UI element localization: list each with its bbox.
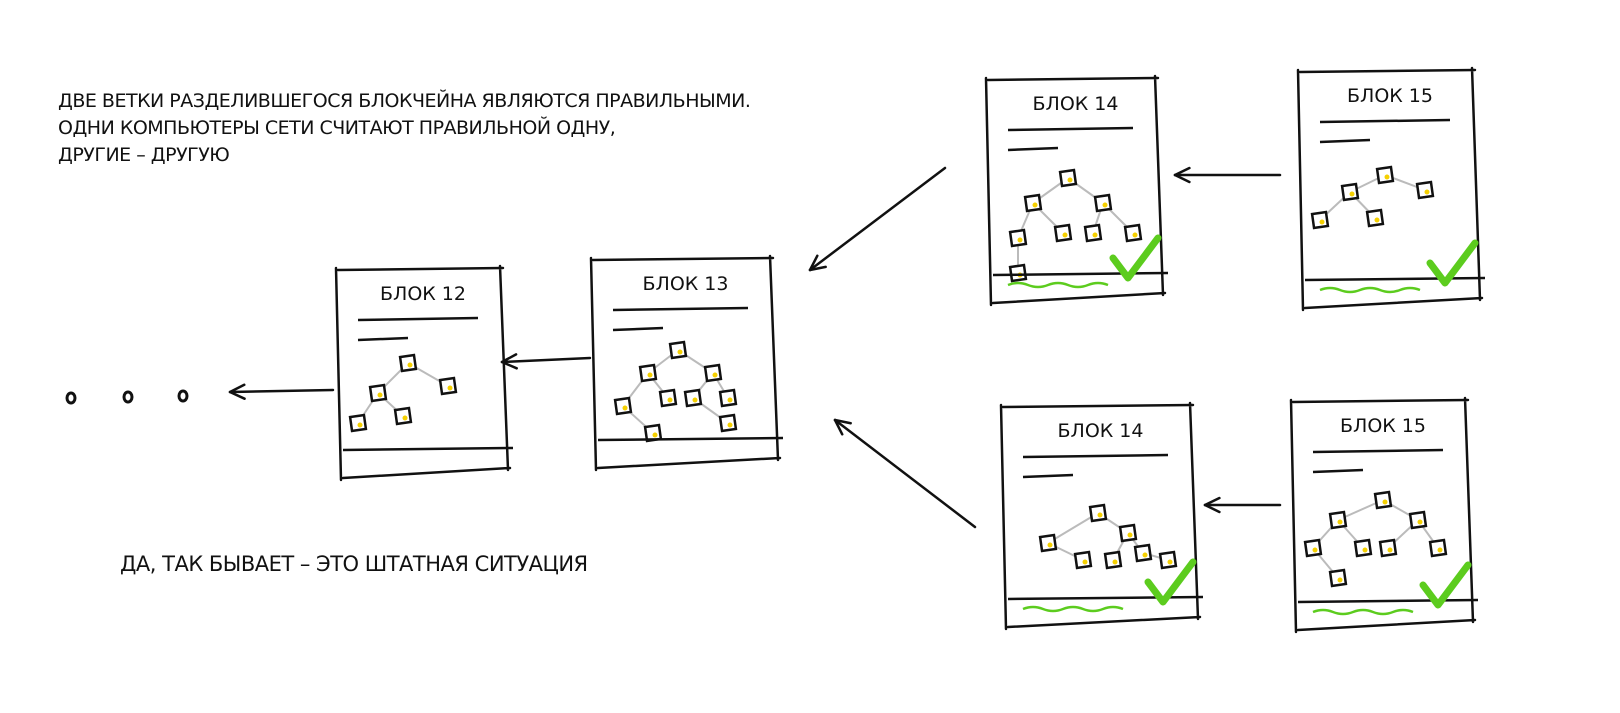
tree-edge bbox=[1047, 512, 1099, 544]
page-outline bbox=[334, 264, 512, 482]
transaction-node-icon bbox=[1023, 193, 1043, 213]
footer-line bbox=[1304, 276, 1486, 282]
transaction-node-icon bbox=[1408, 510, 1428, 530]
page-outline bbox=[999, 401, 1202, 631]
transaction-node-icon bbox=[1375, 165, 1395, 185]
header-line bbox=[1319, 118, 1451, 124]
transaction-node-icon bbox=[1415, 180, 1435, 200]
page-outline bbox=[1289, 396, 1477, 634]
transaction-node-icon bbox=[1123, 223, 1143, 243]
confirmation-underline bbox=[1007, 281, 1109, 289]
transaction-node-icon bbox=[1328, 510, 1348, 530]
header-line bbox=[1312, 448, 1444, 454]
transaction-node-icon bbox=[1378, 538, 1398, 558]
block-title: БЛОК 12 bbox=[380, 283, 466, 305]
arrow bbox=[833, 418, 977, 529]
transaction-node-icon bbox=[1008, 228, 1028, 248]
footer-line bbox=[597, 436, 784, 442]
header-line bbox=[1319, 138, 1371, 144]
block-b15-top: БЛОК 15 bbox=[1296, 66, 1486, 312]
transaction-node-icon bbox=[683, 388, 703, 408]
caption-line: ОДНИ КОМПЬЮТЕРЫ СЕТИ СЧИТАЮТ ПРАВИЛЬНОЙ … bbox=[58, 117, 616, 139]
block-b14-bottom: БЛОК 14 bbox=[999, 401, 1204, 631]
checkmark-icon bbox=[1144, 558, 1197, 606]
block-b14-top: БЛОК 14 bbox=[984, 74, 1169, 307]
footer-line bbox=[342, 446, 514, 452]
transaction-node-icon bbox=[1103, 550, 1123, 570]
caption-line: ДВЕ ВЕТКИ РАЗДЕЛИВШЕГОСЯ БЛОКЧЕЙНА ЯВЛЯЮ… bbox=[58, 90, 751, 112]
header-line bbox=[1312, 468, 1364, 474]
transaction-node-icon bbox=[348, 413, 368, 433]
caption-line: ДРУГИЕ – ДРУГУЮ bbox=[58, 144, 230, 166]
confirmation-underline bbox=[1022, 605, 1124, 613]
transaction-node-icon bbox=[438, 376, 458, 396]
transaction-node-icon bbox=[1073, 550, 1093, 570]
transaction-node-icon bbox=[1428, 538, 1448, 558]
header-line bbox=[1007, 126, 1134, 132]
footer-line bbox=[1007, 595, 1204, 601]
arrow bbox=[228, 383, 335, 400]
page-outline bbox=[1296, 66, 1484, 312]
transaction-node-icon bbox=[1088, 503, 1108, 523]
transaction-node-icon bbox=[1328, 568, 1348, 588]
transaction-node-icon bbox=[613, 396, 633, 416]
transaction-node-icon bbox=[1303, 538, 1323, 558]
header-line bbox=[1022, 453, 1169, 459]
arrow bbox=[808, 166, 947, 272]
block-title: БЛОК 15 bbox=[1347, 85, 1433, 107]
checkmark-icon bbox=[1109, 234, 1162, 282]
caption: ДВЕ ВЕТКИ РАЗДЕЛИВШЕГОСЯ БЛОКЧЕЙНА ЯВЛЯЮ… bbox=[58, 88, 751, 169]
transaction-node-icon bbox=[718, 388, 738, 408]
transaction-node-icon bbox=[638, 363, 658, 383]
transaction-node-icon bbox=[668, 340, 688, 360]
header-line bbox=[357, 336, 409, 342]
header-line bbox=[612, 326, 664, 332]
page-outline bbox=[589, 254, 782, 472]
block-b15-bottom: БЛОК 15 bbox=[1289, 396, 1479, 634]
transaction-node-icon bbox=[1365, 208, 1385, 228]
header-line bbox=[1022, 473, 1074, 479]
transaction-node-icon bbox=[658, 388, 678, 408]
note-text: ДА, ТАК БЫВАЕТ – ЭТО ШТАТНАЯ СИТУАЦИЯ bbox=[120, 552, 588, 576]
transaction-node-icon bbox=[1133, 543, 1153, 563]
confirmation-underline bbox=[1312, 608, 1414, 616]
transaction-node-icon bbox=[1340, 182, 1360, 202]
block-b13: БЛОК 13 bbox=[589, 254, 784, 472]
transaction-node-icon bbox=[718, 413, 738, 433]
transaction-node-icon bbox=[1083, 223, 1103, 243]
arrow bbox=[500, 353, 592, 370]
block-b12: БЛОК 12 bbox=[334, 264, 514, 482]
transaction-node-icon bbox=[1353, 538, 1373, 558]
transaction-node-icon bbox=[703, 363, 723, 383]
transaction-node-icon bbox=[1373, 490, 1393, 510]
header-line bbox=[357, 316, 479, 322]
block-title: БЛОК 15 bbox=[1340, 415, 1426, 437]
checkmark-icon bbox=[1419, 561, 1472, 609]
transaction-node-icon bbox=[1118, 523, 1138, 543]
arrow bbox=[1173, 166, 1282, 184]
confirmation-underline bbox=[1319, 286, 1421, 294]
transaction-node-icon bbox=[1158, 550, 1178, 570]
header-line bbox=[612, 306, 749, 312]
transaction-node-icon bbox=[1008, 263, 1028, 283]
checkmark-icon bbox=[1426, 239, 1479, 287]
ellipsis-dots bbox=[65, 389, 189, 405]
transaction-node-icon bbox=[1053, 223, 1073, 243]
header-line bbox=[1007, 146, 1059, 152]
block-title: БЛОК 14 bbox=[1033, 93, 1119, 115]
block-title: БЛОК 13 bbox=[643, 273, 729, 295]
transaction-node-icon bbox=[1093, 193, 1113, 213]
arrow bbox=[1203, 496, 1282, 514]
footer-line bbox=[992, 271, 1169, 277]
block-title: БЛОК 14 bbox=[1058, 420, 1144, 442]
transaction-node-icon bbox=[1058, 168, 1078, 188]
footer-line bbox=[1297, 598, 1479, 604]
transaction-node-icon bbox=[393, 406, 413, 426]
transaction-node-icon bbox=[1310, 210, 1330, 230]
transaction-node-icon bbox=[398, 353, 418, 373]
transaction-node-icon bbox=[1038, 533, 1058, 553]
page-outline bbox=[984, 74, 1167, 307]
transaction-node-icon bbox=[368, 383, 388, 403]
